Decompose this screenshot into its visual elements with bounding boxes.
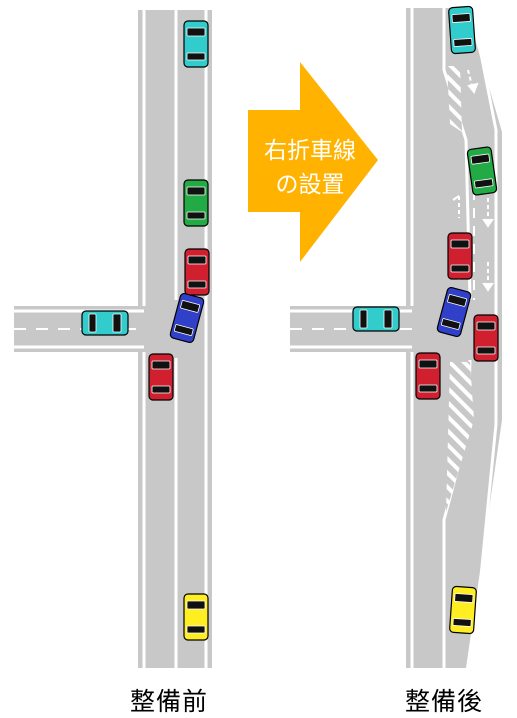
car-icon bbox=[447, 232, 473, 280]
hatched-zebra-zone bbox=[447, 66, 462, 132]
caption-after: 整備後 bbox=[405, 687, 484, 716]
before-scene bbox=[14, 10, 212, 668]
caption-before: 整備前 bbox=[130, 687, 209, 716]
lane-arrow-straight-icon bbox=[482, 198, 494, 292]
car-icon bbox=[183, 593, 209, 641]
lane-arrow-straight-icon bbox=[467, 69, 479, 94]
car-icon bbox=[183, 20, 209, 68]
car-icon bbox=[148, 353, 174, 401]
car-icon bbox=[183, 179, 209, 227]
hatched-zebra-zone bbox=[446, 362, 474, 512]
car-icon bbox=[184, 248, 210, 296]
car-icon bbox=[473, 314, 499, 362]
car-icon bbox=[448, 585, 478, 635]
car-icon bbox=[352, 306, 400, 332]
car-icon bbox=[415, 352, 441, 400]
arrow-label-line2: の設置 bbox=[275, 172, 345, 198]
after-scene bbox=[290, 5, 502, 669]
car-icon bbox=[447, 5, 477, 55]
arrow-label: 右折車線 の設置 bbox=[244, 134, 376, 202]
arrow-label-line1: 右折車線 bbox=[264, 138, 356, 164]
transition-arrow bbox=[248, 62, 378, 262]
car-icon bbox=[81, 310, 129, 336]
